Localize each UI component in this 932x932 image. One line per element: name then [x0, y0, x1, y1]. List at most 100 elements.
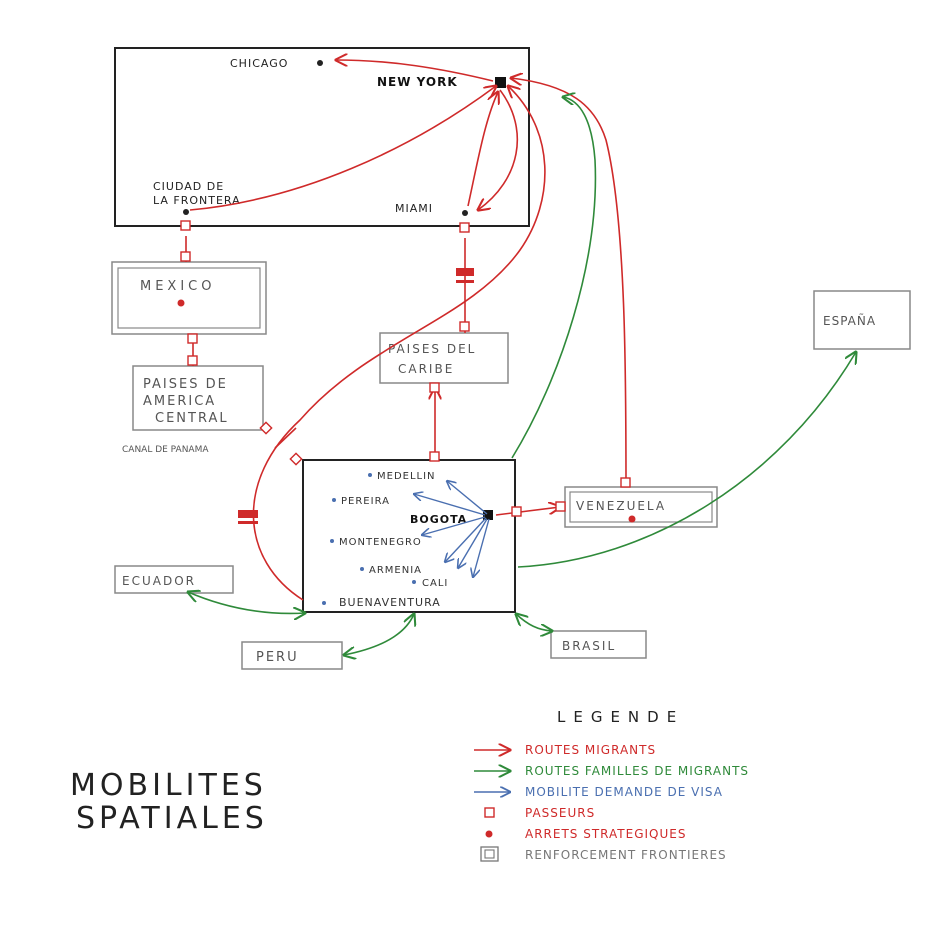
cali-label: CALI: [422, 578, 448, 589]
ciudad-label-2: LA FRONTERA: [153, 194, 241, 207]
route-canal-cross: [274, 427, 297, 449]
legend-symbols: [474, 750, 510, 862]
title-line-1: MOBILITES: [70, 768, 267, 803]
montenegro-dot: [330, 539, 334, 543]
cali-dot: [412, 580, 416, 584]
reinforcement-caribe-2: [456, 280, 474, 283]
america-central-label-2: AMERICA: [143, 394, 216, 409]
mexico-label: MEXICO: [140, 279, 215, 294]
reinforcement-ecuador-2: [238, 521, 258, 524]
canal-label: CANAL DE PANAMA: [122, 445, 209, 455]
caribe-label-2: CARIBE: [398, 362, 454, 376]
buenaventura-label: BUENAVENTURA: [339, 596, 441, 609]
reinforcement-caribe: [456, 268, 474, 276]
caribe-label-1: PAISES DEL: [388, 342, 476, 356]
visa-arrow-montenegro: [422, 516, 486, 535]
legend-symbol-frontieres-inner: [484, 849, 495, 859]
legend-label-passeurs: PASSEURS: [525, 806, 595, 820]
border-reinforcements: [238, 268, 474, 524]
route-ny-chicago: [336, 60, 494, 82]
migrant-routes: [185, 60, 627, 601]
espana-box: [813, 290, 911, 350]
armenia-dot: [360, 567, 364, 571]
visa-arrow-cali: [473, 518, 490, 577]
legend-label-frontieres: RENFORCEMENT FRONTIERES: [525, 848, 727, 862]
passeur-canal-2: [289, 452, 303, 466]
ecuador-label: ECUADOR: [122, 574, 196, 588]
venezuela-label: VENEZUELA: [576, 499, 666, 513]
medellin-dot: [368, 473, 372, 477]
ecuador-box: [114, 565, 234, 594]
ciudad-label-1: CIUDAD DE: [153, 180, 224, 193]
passeur-miami: [459, 222, 470, 233]
ciudad-dot: [183, 209, 189, 215]
venezuela-stop-dot: [628, 515, 636, 523]
buenaventura-dot: [322, 601, 326, 605]
visa-arrow-armenia-2: [458, 518, 488, 568]
visa-arrow-pereira: [414, 494, 486, 516]
reinforcement-ecuador: [238, 510, 258, 518]
legend-symbol-passeurs: [484, 807, 495, 818]
legend-labels: ROUTES MIGRANTS ROUTES FAMILLES DE MIGRA…: [525, 743, 749, 862]
legend-label-arrets: ARRETS STRATEGIQUES: [525, 827, 686, 841]
family-route-peru: [344, 614, 414, 655]
passeur-canal-1: [259, 421, 273, 435]
route-miami-ny: [467, 92, 498, 207]
passeur-colombia-caribe: [429, 382, 440, 393]
legend-label-migrants: ROUTES MIGRANTS: [525, 743, 656, 757]
bogota-square: [483, 510, 493, 520]
title-line-2: SPATIALES: [76, 801, 268, 836]
passeur-venezuela-west: [555, 501, 566, 512]
montenegro-label: MONTENEGRO: [339, 537, 422, 548]
visa-arrows: [414, 481, 490, 577]
legend-title: LEGENDE: [557, 708, 684, 726]
route-ciudad-ny: [189, 86, 496, 211]
new-york-square: [495, 77, 506, 88]
brasil-label: BRASIL: [562, 639, 616, 653]
miami-label: MIAMI: [395, 202, 433, 215]
passeurs-markers: [180, 220, 631, 517]
passeur-bogota-east: [511, 506, 522, 517]
pereira-dot: [332, 498, 336, 502]
legend-symbol-frontieres-outer: [480, 846, 499, 862]
medellin-label: MEDELLIN: [377, 471, 436, 482]
bogota-label: BOGOTA: [410, 513, 467, 526]
america-central-label-3: CENTRAL: [155, 411, 229, 426]
usa-box: [114, 47, 530, 227]
passeur-central-2: [187, 333, 198, 344]
family-route-ecuador: [188, 592, 305, 613]
route-colombia-ny: [252, 86, 546, 601]
visa-arrow-medellin: [447, 481, 488, 515]
passeur-mexico: [180, 251, 191, 262]
brasil-box: [550, 630, 647, 659]
passeur-venezuela: [620, 477, 631, 488]
passeur-caribe: [459, 321, 470, 332]
chicago-dot: [317, 60, 323, 66]
route-ny-miami: [478, 89, 519, 210]
chicago-label: CHICAGO: [230, 57, 288, 70]
pereira-label: PEREIRA: [341, 496, 390, 507]
family-route-colombia-espana: [517, 352, 856, 568]
family-route-colombia-ny: [511, 97, 597, 459]
passeur-colombia-top: [429, 451, 440, 462]
passeur-ciudad: [180, 220, 191, 231]
miami-dot: [462, 210, 468, 216]
family-route-brasil: [516, 614, 552, 631]
route-bogota-venezuela: [495, 507, 560, 516]
new-york-label: NEW YORK: [377, 75, 458, 89]
america-central-label-1: PAISES DE: [143, 377, 228, 392]
canal-passeurs: [259, 421, 303, 466]
mexico-stop-dot: [177, 299, 185, 307]
family-routes: [188, 97, 856, 655]
armenia-label: ARMENIA: [369, 565, 422, 576]
legend-label-visa: MOBILITE DEMANDE DE VISA: [525, 785, 723, 799]
legend-label-families: ROUTES FAMILLES DE MIGRANTS: [525, 764, 749, 778]
mexico-box-inner: [117, 267, 261, 329]
colombia-box: [302, 459, 516, 613]
america-central-box: [132, 365, 264, 431]
colombia-city-dots: [322, 473, 416, 605]
caribe-box: [379, 332, 509, 384]
mexico-box-outer: [111, 261, 267, 335]
